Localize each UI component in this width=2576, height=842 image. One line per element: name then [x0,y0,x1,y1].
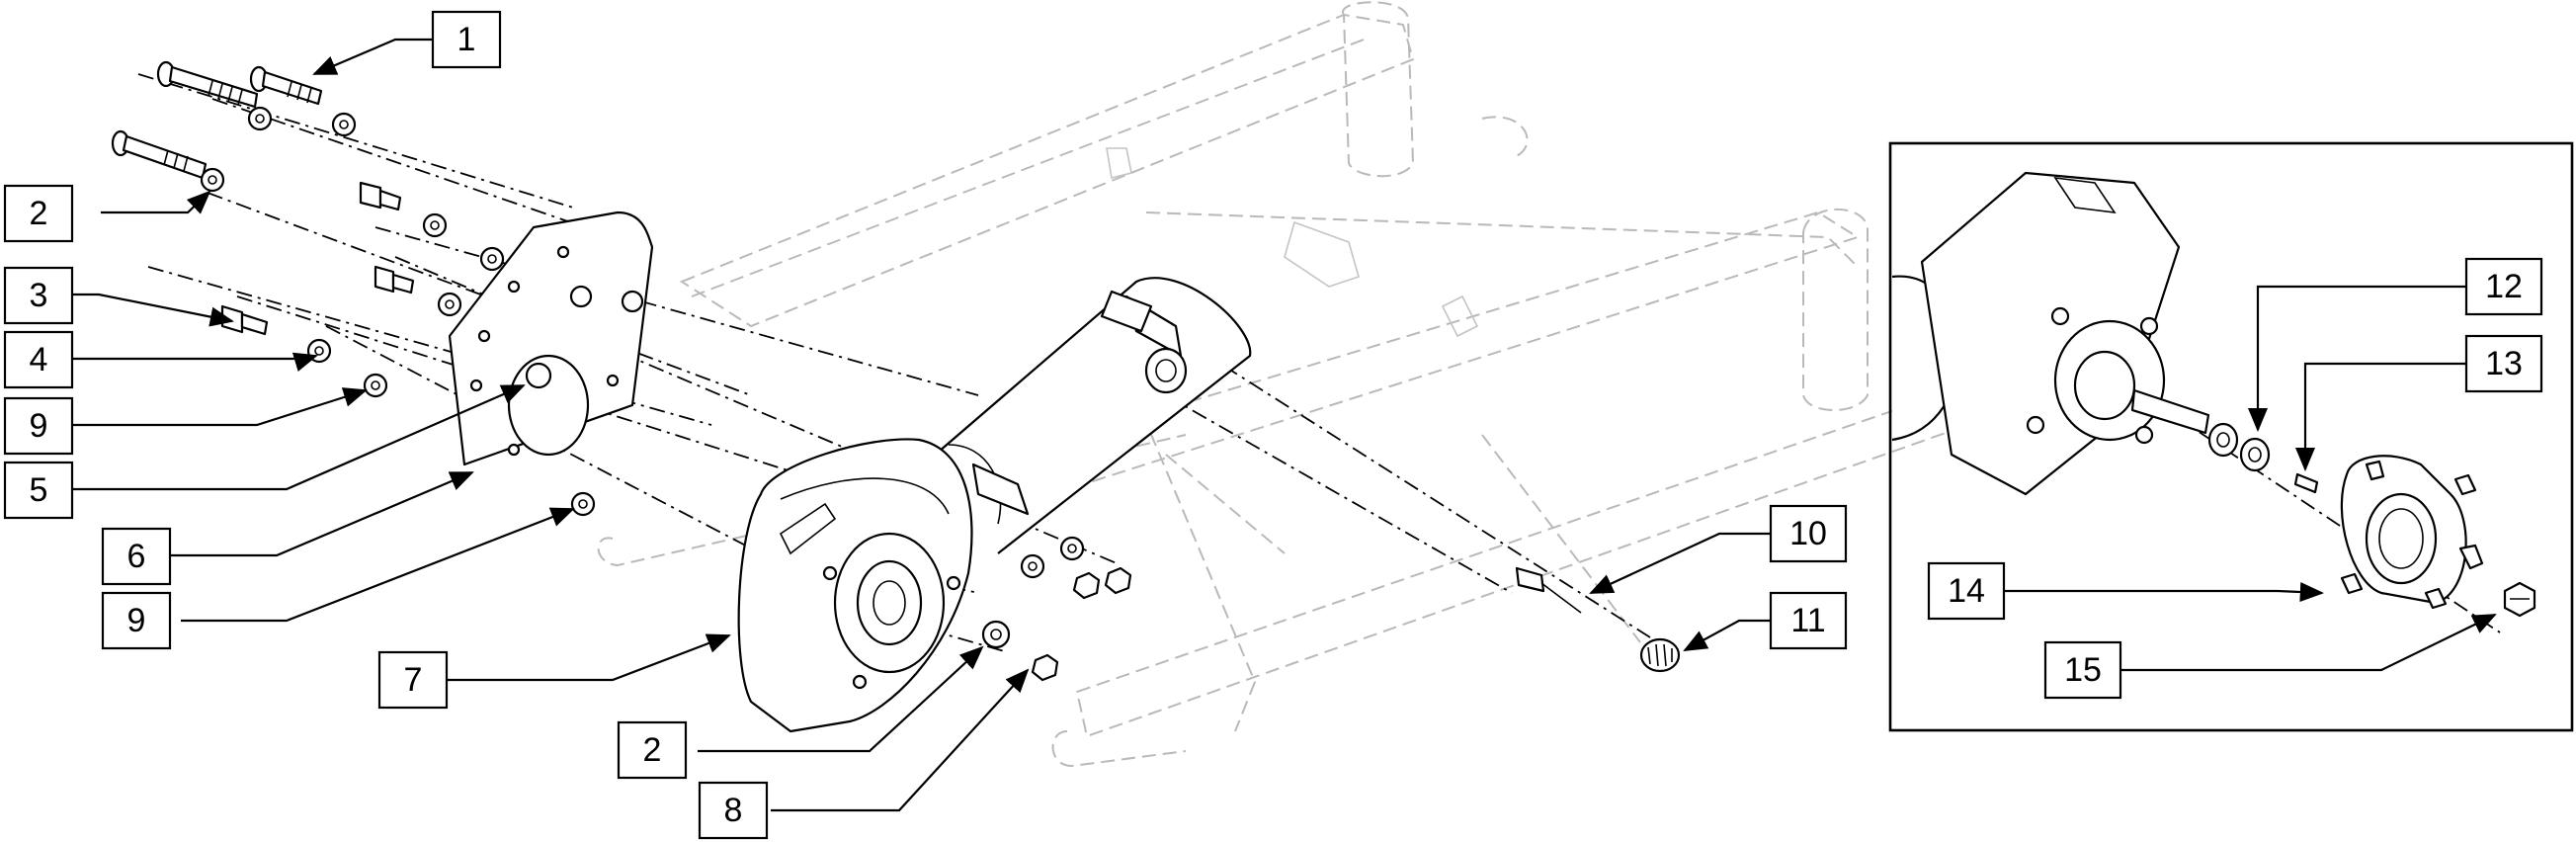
motor-gearbox-assembly [737,277,1252,733]
nut-icon [1104,566,1132,595]
washer-icon [981,620,1011,649]
callout-c9a: 9 [3,396,74,456]
washer-icon [570,491,596,517]
callout-label: 4 [30,341,48,379]
callout-label: 15 [2064,651,2102,689]
callout-label: 14 [1948,572,1985,610]
callout-c8: 8 [698,781,769,840]
key-icon [2293,472,2319,494]
nut-icon [2503,581,2536,618]
key-icon [1515,566,1582,614]
callout-label: 3 [30,277,48,314]
callout-label: 10 [1789,515,1827,552]
callout-c3: 3 [3,266,74,325]
callout-c2b: 2 [617,720,688,780]
callout-c12: 12 [2464,257,2543,316]
washer-icon [479,246,505,272]
hub-detail-inset [1888,141,2574,732]
callout-c2a: 2 [3,184,74,243]
callout-label: 2 [643,731,662,769]
callout-label: 9 [127,602,146,639]
mounting-bolts [111,60,596,517]
washer-icon [1020,553,1045,579]
washer-icon [306,338,332,364]
callout-label: 1 [457,21,476,58]
long-bolt-icon [249,65,323,106]
washer-icon [331,112,357,137]
washer-icon [363,373,388,398]
callout-c9b: 9 [101,591,172,650]
callout-c14: 14 [1927,561,2006,621]
washer-icon [2239,437,2271,472]
wheelchair-frame-outline [597,1,1998,768]
callout-label: 6 [127,538,146,575]
nut-icon [1072,571,1101,600]
callout-leaders [64,38,2497,812]
callout-c13: 13 [2464,334,2543,393]
callout-c15: 15 [2043,640,2122,700]
washer-icon [247,106,273,131]
short-bolt-icon [374,265,415,295]
callout-c5: 5 [3,461,74,520]
wheel-hub-icon [2340,455,2484,610]
callout-label: 13 [2485,345,2523,382]
callout-c10: 10 [1769,504,1848,563]
callout-label: 11 [1790,602,1825,639]
long-bolt-icon [111,129,208,180]
callout-label: 2 [30,195,48,232]
callout-label: 8 [724,792,743,829]
callout-c4: 4 [3,330,74,389]
callout-c7: 7 [377,650,449,710]
washer-icon [1059,536,1085,561]
callout-label: 12 [2485,268,2523,305]
gearbox-fasteners [981,536,1681,682]
nut-icon [1031,653,1059,682]
cap-nut-icon [1639,637,1681,673]
callout-c1: 1 [431,10,502,69]
callout-label: 9 [30,407,48,445]
washer-icon [2207,422,2239,458]
long-bolt-icon [156,60,259,109]
callout-label: 5 [30,471,48,509]
callout-label: 7 [404,661,423,699]
washer-icon [200,167,225,193]
callout-c6: 6 [101,527,172,586]
washer-icon [422,212,448,238]
callout-c11: 11 [1769,591,1848,650]
short-bolt-icon [359,181,402,211]
washer-icon [437,292,462,317]
mounting-plate [448,210,654,466]
